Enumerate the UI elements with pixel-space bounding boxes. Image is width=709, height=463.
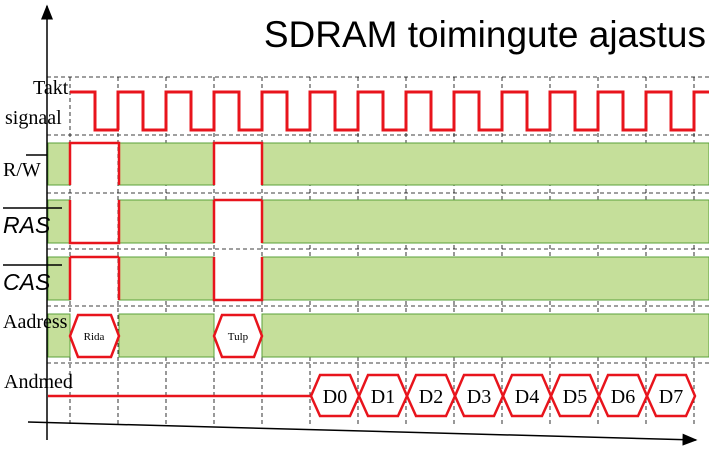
clock-label-line2: signaal (5, 107, 62, 129)
signal-labels: Takt signaal R/W RAS CAS Aadress Andmed (3, 77, 73, 393)
data-word-label: D2 (419, 386, 443, 408)
rw-fill-c (261, 142, 709, 186)
data-bus: D0 D1 D2 D3 D4 D5 D6 D7 (48, 373, 697, 418)
data-word-label: D3 (467, 386, 491, 408)
address-fill-b (118, 313, 215, 358)
ras-fill-b (118, 199, 215, 244)
data-word-label: D0 (323, 386, 347, 408)
address-column-label: Tulp (228, 331, 249, 343)
data-label: Andmed (4, 371, 73, 393)
x-axis (27, 421, 698, 446)
rw-fill-a (47, 142, 71, 186)
clock-label-line1: Takt (33, 77, 69, 99)
signal-fill-regions (47, 142, 709, 358)
cas-fill-c (261, 256, 709, 301)
address-bus: Rida Tulp (68, 313, 264, 359)
data-word-label: D5 (563, 386, 587, 408)
address-row-label: Rida (84, 331, 105, 343)
clock-waveform (70, 90, 709, 132)
address-label: Aadress (3, 311, 68, 333)
data-word-label: D6 (611, 386, 635, 408)
ras-label: RAS (3, 212, 51, 238)
rw-fill-b (118, 142, 215, 186)
address-column-hexagon (212, 313, 264, 359)
data-word-label: D1 (371, 386, 395, 408)
address-fill-c (261, 313, 709, 358)
rw-waveform (68, 141, 264, 185)
diagram-title: SDRAM toimingute ajastus (264, 14, 706, 55)
cas-waveform (68, 255, 264, 302)
cas-label: CAS (3, 269, 51, 295)
cas-fill-b (118, 256, 215, 301)
data-word-label: D4 (515, 386, 539, 408)
rw-label: R/W (3, 159, 41, 181)
ras-fill-c (261, 199, 709, 244)
data-word-hexagon (645, 373, 697, 418)
timing-grid (47, 76, 709, 425)
data-word-label: D7 (659, 386, 683, 408)
ras-waveform (68, 198, 264, 245)
ras-fill-a (47, 199, 71, 244)
address-row-hexagon (68, 313, 121, 359)
cas-fill-a (47, 256, 71, 301)
